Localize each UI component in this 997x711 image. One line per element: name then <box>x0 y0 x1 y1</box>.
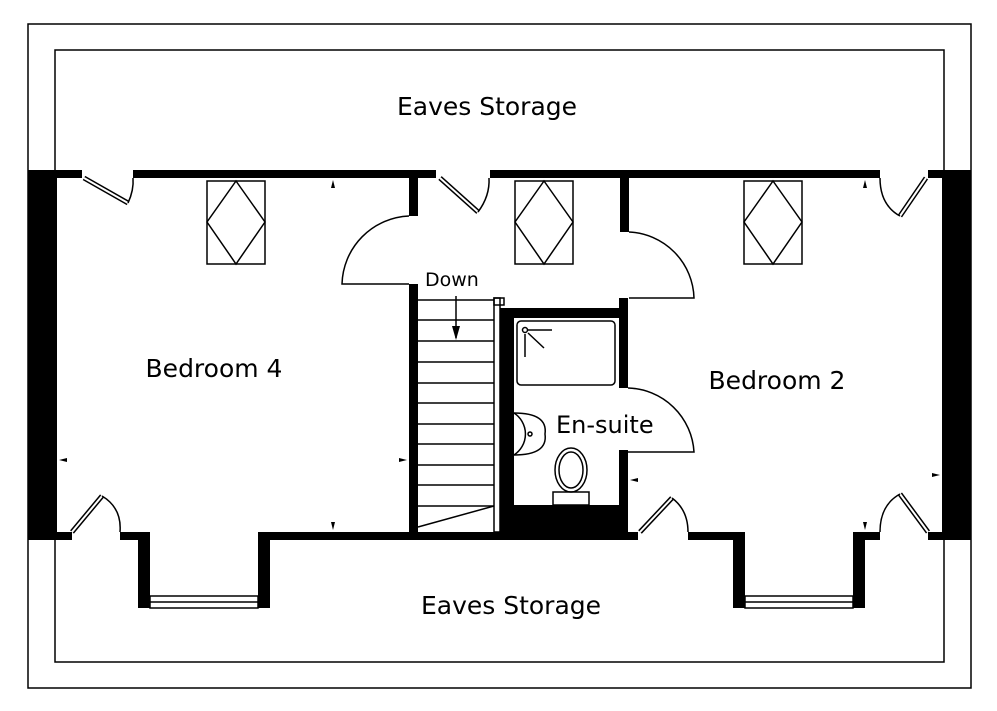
door-bedroom-4 <box>341 215 410 285</box>
door-top-middle <box>438 176 490 214</box>
door-top-left <box>82 175 134 206</box>
bay-window-right <box>744 595 854 609</box>
skylight-right <box>743 179 803 266</box>
room-label-eaves-bottom: Eaves Storage <box>421 591 601 620</box>
door-bottom-left <box>70 494 121 534</box>
wall-markers <box>59 180 940 530</box>
door-bottom-right <box>879 492 931 534</box>
eaves-boundary <box>54 49 945 663</box>
door-bottom-middle <box>638 496 689 534</box>
left-wall <box>28 170 57 540</box>
ensuite-walls <box>500 298 628 532</box>
down-arrow-icon <box>452 296 460 340</box>
stairs-label: Down <box>425 269 479 291</box>
skylight-left <box>206 179 266 266</box>
top-wall <box>28 170 971 178</box>
door-top-right <box>879 176 929 218</box>
room-label-eaves-top: Eaves Storage <box>397 92 577 121</box>
washbasin-icon <box>513 412 546 456</box>
right-wall <box>942 170 971 540</box>
stair-wall <box>409 284 418 532</box>
ensuite-door <box>627 387 695 453</box>
door-bedroom-2 <box>628 231 695 299</box>
shower-tray-icon <box>516 320 616 386</box>
toilet-icon <box>552 447 590 506</box>
room-label-ensuite: En-suite <box>556 411 654 439</box>
bay-window-left <box>149 595 259 609</box>
landing-wall-left-upper <box>409 178 418 216</box>
room-label-bedroom-4: Bedroom 4 <box>146 354 283 383</box>
staircase <box>417 297 505 533</box>
landing-wall-right-upper <box>620 178 629 232</box>
skylight-middle <box>514 179 574 266</box>
bottom-wall <box>28 532 971 608</box>
room-label-bedroom-2: Bedroom 2 <box>709 366 846 395</box>
